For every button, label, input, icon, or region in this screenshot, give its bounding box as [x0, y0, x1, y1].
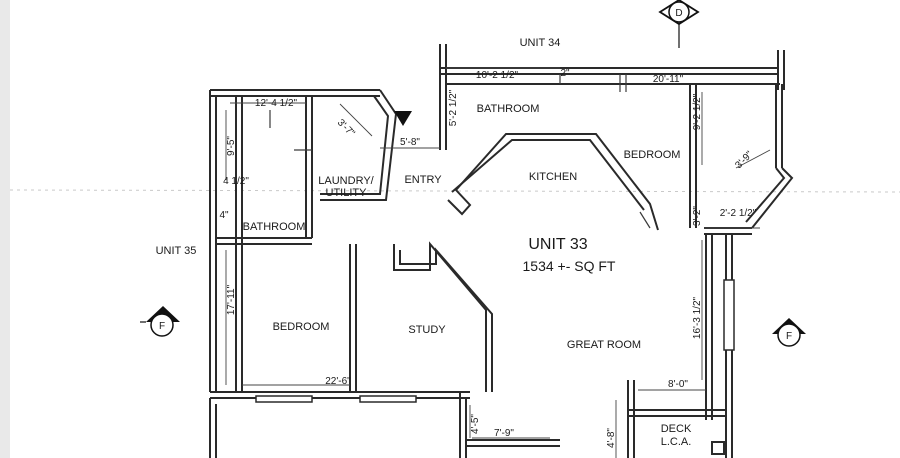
dim-9-2: 9'-2 1/2" — [692, 93, 703, 130]
dim-22-6: 22'-6" — [325, 376, 351, 387]
room-deck-line-1: DECK — [661, 423, 692, 435]
section-marker-f-left: F — [140, 306, 180, 337]
page-edge — [0, 0, 10, 458]
room-deck-line-2: L.C.A. — [661, 436, 692, 448]
room-laundry-line-1: LAUNDRY/ — [318, 175, 374, 187]
deck — [627, 380, 726, 458]
section-marker-f-right: F — [772, 318, 806, 347]
dim-4-half: 4 1/2" — [223, 176, 249, 187]
dim-3-2: 3'-2" — [692, 206, 703, 226]
room-kitchen: KITCHEN — [529, 171, 577, 183]
dim-8-0: 8'-0" — [668, 379, 688, 390]
dim-4: 4" — [219, 210, 229, 221]
marker-d-label: D — [675, 8, 682, 19]
dim-3-7: 3'-7" — [335, 117, 357, 139]
room-bedroom-right: BEDROOM — [624, 149, 681, 161]
room-study: STUDY — [408, 324, 446, 336]
dim-17-11: 17'-11" — [226, 284, 237, 315]
room-great-room: GREAT ROOM — [567, 339, 641, 351]
room-bathroom-top: BATHROOM — [477, 103, 540, 115]
marker-f-left-label: F — [159, 321, 165, 332]
dim-2-2: 2'-2 1/2" — [720, 208, 757, 219]
scan-line — [9, 189, 900, 193]
dim-7-9: 7'-9" — [494, 428, 514, 439]
dim-4-8: 4'-8" — [606, 428, 617, 448]
room-bedroom-left: BEDROOM — [273, 321, 330, 333]
study-walls — [393, 241, 560, 458]
dim-4-5: 4'-5" — [470, 414, 481, 434]
dim-12-4: 12'-4 1/2" — [255, 98, 298, 109]
north-wall — [439, 44, 785, 150]
unit-34-label: UNIT 34 — [520, 37, 561, 49]
east-wall — [689, 84, 794, 458]
dim-5-8: 5'-8" — [400, 137, 420, 148]
dim-16-3: 16'-3 1/2" — [692, 296, 703, 339]
dim-9-5: 9'-5" — [226, 136, 237, 156]
unit-35-label: UNIT 35 — [156, 245, 197, 257]
room-entry: ENTRY — [404, 174, 442, 186]
dimension-lines — [225, 67, 771, 458]
dim-10-2: 10'-2 1/2" — [476, 70, 519, 81]
dim-20-11: 20'-11" — [653, 74, 684, 85]
unit-area: 1534 +- SQ FT — [523, 258, 616, 274]
room-bathroom-left: BATHROOM — [243, 221, 306, 233]
section-marker-d: D — [658, 0, 700, 48]
room-laundry-line-2: UTILITY — [326, 187, 368, 199]
kitchen-counter — [447, 133, 659, 231]
entry-arrow-icon — [394, 111, 412, 126]
dim-3-9: 3'-9" — [733, 149, 755, 171]
dim-5-2: 5'-2 1/2" — [448, 89, 459, 126]
unit-title: UNIT 33 — [528, 236, 587, 253]
marker-f-right-label: F — [786, 331, 792, 342]
west-block — [209, 89, 470, 458]
dim-2: 2" — [560, 68, 570, 79]
